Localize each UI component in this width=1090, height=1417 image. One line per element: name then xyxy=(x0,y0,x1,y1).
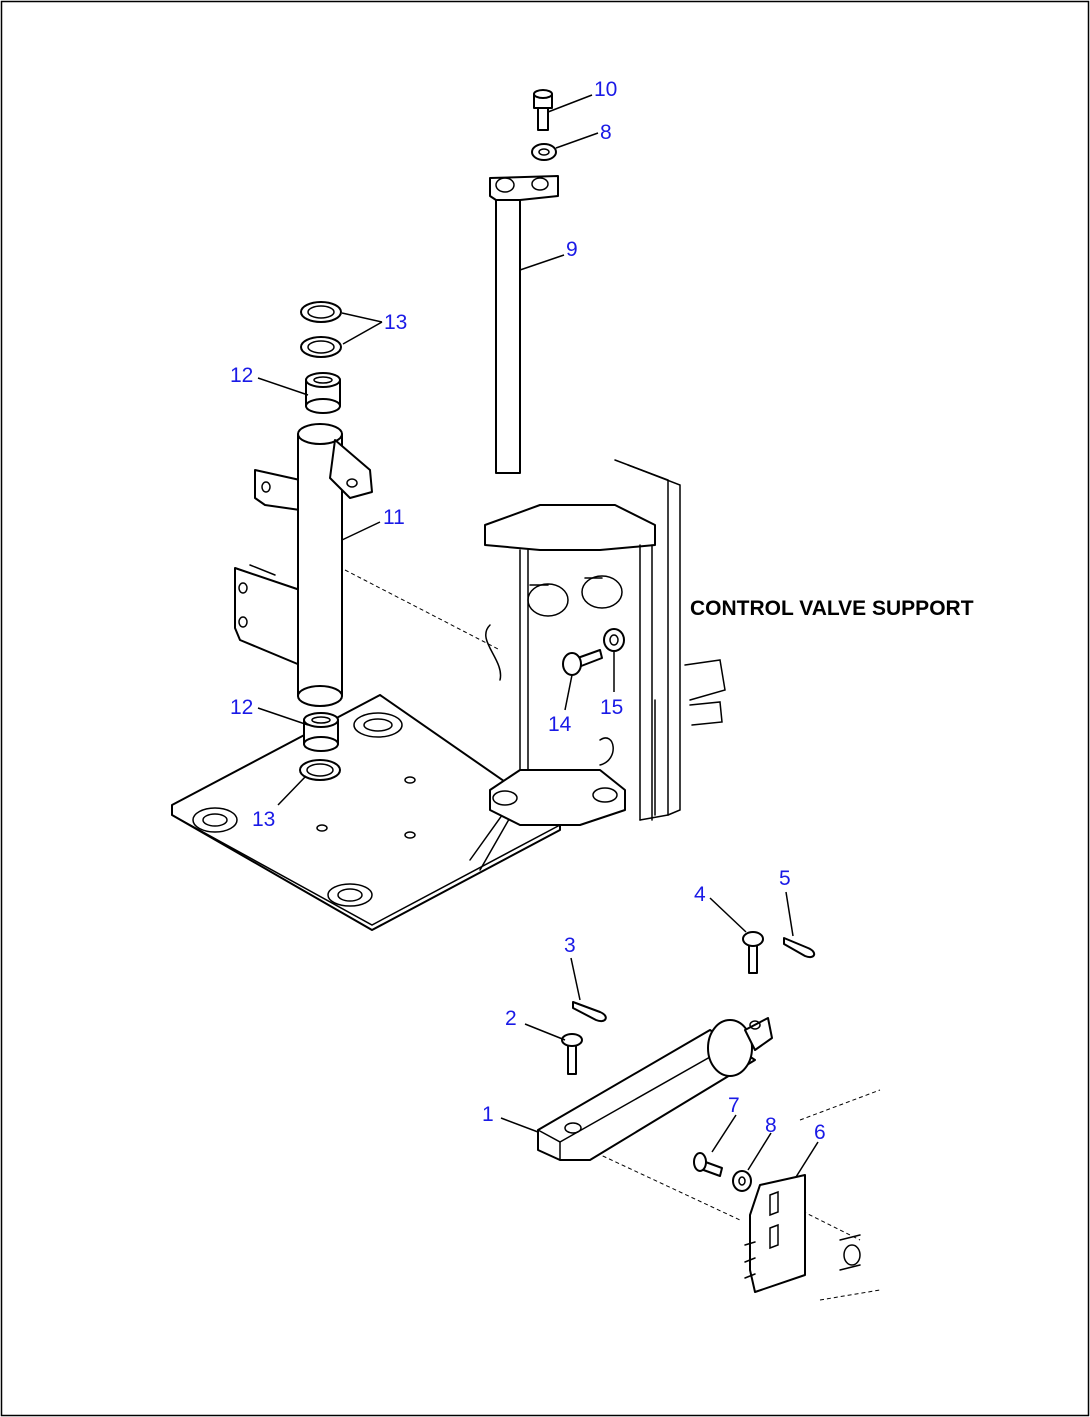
bolt-7 xyxy=(693,1152,723,1177)
callout-12-upper: 12 xyxy=(230,364,253,387)
callout-14: 14 xyxy=(548,713,572,736)
bolt-top xyxy=(533,89,553,131)
callout-8-lower: 8 xyxy=(765,1114,777,1137)
pin-2 xyxy=(561,1033,583,1075)
callout-9: 9 xyxy=(566,238,578,261)
bushing-lower xyxy=(303,712,339,752)
callout-2: 2 xyxy=(505,1007,517,1030)
bolt-14 xyxy=(562,649,603,676)
callout-13-upper: 13 xyxy=(384,311,407,334)
cotter-pin-3 xyxy=(572,1001,607,1022)
control-valve-support xyxy=(484,459,726,826)
callout-6: 6 xyxy=(814,1121,826,1144)
tube-assembly xyxy=(234,423,373,707)
bushing-upper xyxy=(305,372,341,414)
callout-3: 3 xyxy=(564,934,576,957)
callout-5: 5 xyxy=(779,867,791,890)
washer-15 xyxy=(603,628,625,652)
alignment-lines xyxy=(344,569,881,1301)
callout-13-lower: 13 xyxy=(252,808,275,831)
rings-upper xyxy=(300,301,342,358)
callout-15: 15 xyxy=(600,696,623,719)
callout-10: 10 xyxy=(594,78,617,101)
callouts: 10 8 9 13 12 11 12 13 14 15 3 4 5 2 1 7 … xyxy=(230,78,826,1144)
washer-top xyxy=(531,143,557,161)
callout-11: 11 xyxy=(383,506,405,529)
callout-7: 7 xyxy=(728,1094,740,1117)
damper-cylinder xyxy=(537,1017,773,1161)
callout-8-top: 8 xyxy=(600,121,612,144)
base-plate xyxy=(171,694,561,931)
cotter-pin-5 xyxy=(783,937,816,958)
callout-12-lower: 12 xyxy=(230,696,253,719)
rod-assembly xyxy=(489,175,559,474)
pin-4 xyxy=(742,931,764,974)
bracket-plate-6 xyxy=(744,1174,861,1293)
callout-4: 4 xyxy=(694,883,706,906)
washer-lower xyxy=(732,1170,752,1192)
ring-lower xyxy=(299,759,341,781)
diagram-title: CONTROL VALVE SUPPORT xyxy=(690,597,974,620)
leader-lines xyxy=(257,94,819,1178)
callout-1: 1 xyxy=(482,1103,494,1126)
